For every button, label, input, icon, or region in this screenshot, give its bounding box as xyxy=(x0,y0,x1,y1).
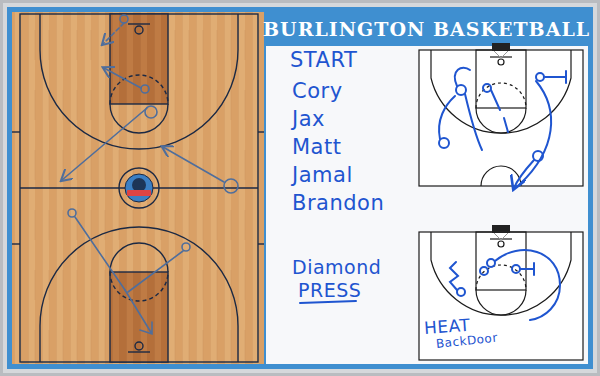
player-name: Jax xyxy=(292,107,325,131)
player-name: Brandon xyxy=(292,191,384,215)
play-name: Diamond xyxy=(292,256,381,278)
play-name: PRESS xyxy=(298,279,361,301)
board-title: BURLINGTON BASKETBALL xyxy=(263,18,590,40)
handwritten-heading: START xyxy=(290,48,357,72)
player-name: Jamal xyxy=(292,163,353,187)
player-name: Cory xyxy=(292,79,343,103)
player-name: Matt xyxy=(292,135,341,159)
